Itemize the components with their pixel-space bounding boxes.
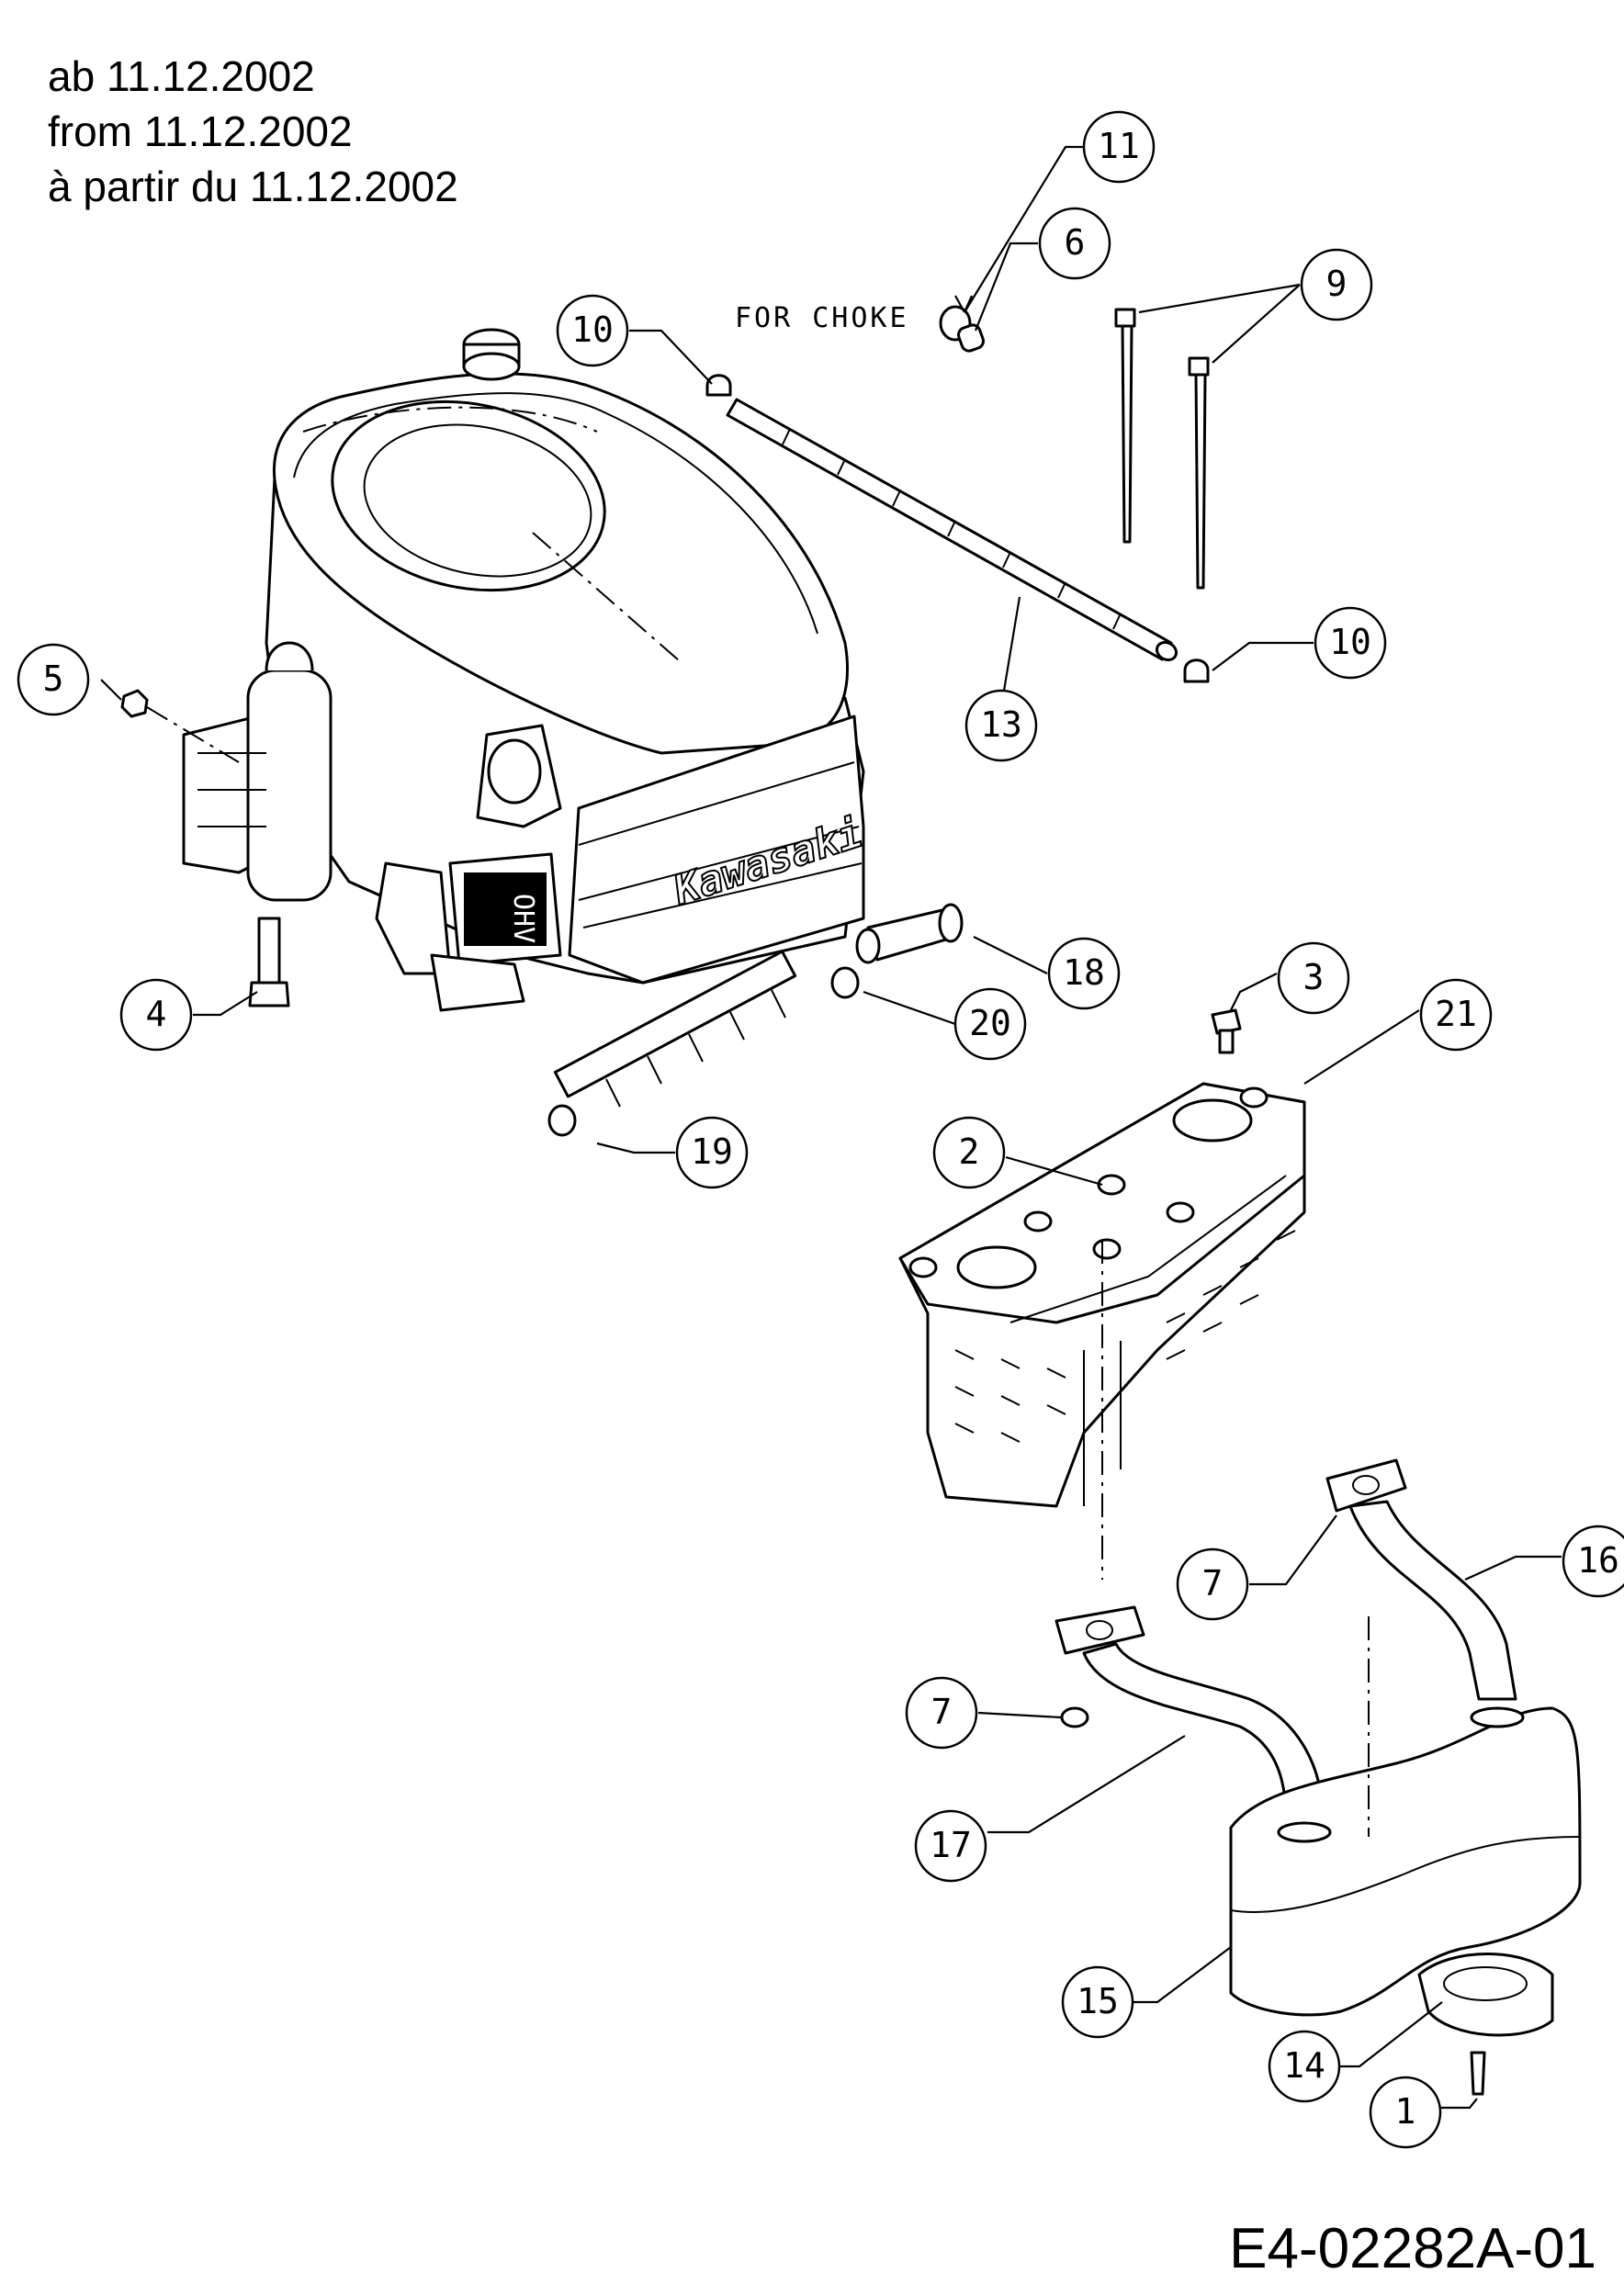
engine: Kawasaki OHV — [146, 328, 869, 1012]
callout-1: 1 — [1369, 2076, 1442, 2149]
svg-text:5: 5 — [43, 658, 64, 699]
cable-tie-9b — [1188, 356, 1210, 377]
callout-2: 2 — [932, 1116, 1006, 1189]
fasteners — [120, 689, 1242, 1137]
date-note-english: from 11.12.2002 — [48, 107, 353, 155]
clamp-10-top — [705, 374, 732, 397]
screw-1 — [1470, 2051, 1486, 2096]
svg-text:19: 19 — [691, 1131, 733, 1172]
callout-7-lower: 7 — [905, 1676, 978, 1750]
gasket-7-upper — [1325, 1458, 1407, 1513]
bolt-4-head — [248, 981, 290, 1007]
clamp-10-bottom — [1183, 658, 1210, 683]
muffler-15 — [1229, 1706, 1582, 2017]
svg-text:6: 6 — [1065, 222, 1086, 263]
callout-18: 18 — [1047, 937, 1121, 1010]
callout-9: 9 — [1300, 248, 1373, 321]
callout-5: 5 — [17, 643, 90, 716]
svg-text:16: 16 — [1577, 1540, 1619, 1581]
document-code: E4-02282A-01 — [1229, 2217, 1596, 2280]
for-choke-note: FOR CHOKE — [735, 302, 909, 334]
callout-4: 4 — [119, 978, 193, 1052]
svg-text:9: 9 — [1326, 264, 1348, 304]
nut-7 — [1060, 1706, 1089, 1728]
callout-14: 14 — [1268, 2030, 1341, 2103]
date-note-french: à partir du 11.12.2002 — [48, 163, 458, 210]
svg-text:13: 13 — [980, 704, 1022, 745]
muffler-assembly — [1054, 1458, 1582, 2096]
svg-text:11: 11 — [1098, 126, 1140, 166]
bolt-3 — [1211, 1008, 1242, 1035]
callout-13: 13 — [964, 689, 1038, 762]
callout-6: 6 — [1038, 207, 1111, 280]
svg-text:18: 18 — [1063, 952, 1105, 993]
date-note-german: ab 11.12.2002 — [48, 52, 315, 100]
tube-19 — [553, 950, 797, 1098]
nut-6 — [957, 323, 985, 353]
svg-text:17: 17 — [930, 1825, 972, 1865]
callout-15: 15 — [1061, 1965, 1134, 2039]
nut-5 — [120, 689, 149, 718]
svg-text:15: 15 — [1077, 1981, 1119, 2021]
svg-text:2: 2 — [959, 1131, 980, 1172]
svg-text:4: 4 — [146, 994, 167, 1034]
callout-16: 16 — [1562, 1525, 1624, 1598]
callout-17: 17 — [914, 1809, 987, 1883]
callout-19: 19 — [675, 1116, 749, 1189]
muffler-guard-14 — [1417, 1953, 1554, 2037]
callout-20: 20 — [953, 987, 1027, 1061]
callout-3: 3 — [1277, 941, 1350, 1015]
svg-text:1: 1 — [1395, 2091, 1416, 2132]
heat-shield-21 — [898, 1082, 1306, 1580]
svg-text:3: 3 — [1303, 957, 1325, 997]
callout-21: 21 — [1419, 978, 1493, 1052]
choke-line-assembly: FOR CHOKE — [705, 302, 1210, 683]
callout-10-top: 10 — [556, 294, 629, 367]
cable-tie-9a — [1114, 308, 1136, 328]
callouts: 11 6 9 10 10 13 5 4 18 20 3 21 19 2 7 16… — [17, 110, 1624, 2149]
svg-text:7: 7 — [931, 1692, 953, 1732]
svg-text:14: 14 — [1283, 2045, 1325, 2086]
callout-10-bottom: 10 — [1314, 606, 1387, 680]
svg-text:10: 10 — [1329, 622, 1371, 662]
svg-text:21: 21 — [1435, 994, 1477, 1034]
svg-text:7: 7 — [1202, 1563, 1224, 1604]
exhaust-pipe-16 — [1348, 1500, 1517, 1701]
svg-text:10: 10 — [571, 310, 614, 350]
callout-11: 11 — [1082, 110, 1156, 184]
bolt-4-shank — [257, 917, 281, 985]
svg-text:20: 20 — [969, 1003, 1011, 1043]
callout-7-upper: 7 — [1176, 1548, 1249, 1621]
fitting-20 — [830, 966, 860, 999]
gasket-7-lower — [1054, 1605, 1145, 1655]
engine-ohv-label: OHV — [507, 894, 539, 943]
